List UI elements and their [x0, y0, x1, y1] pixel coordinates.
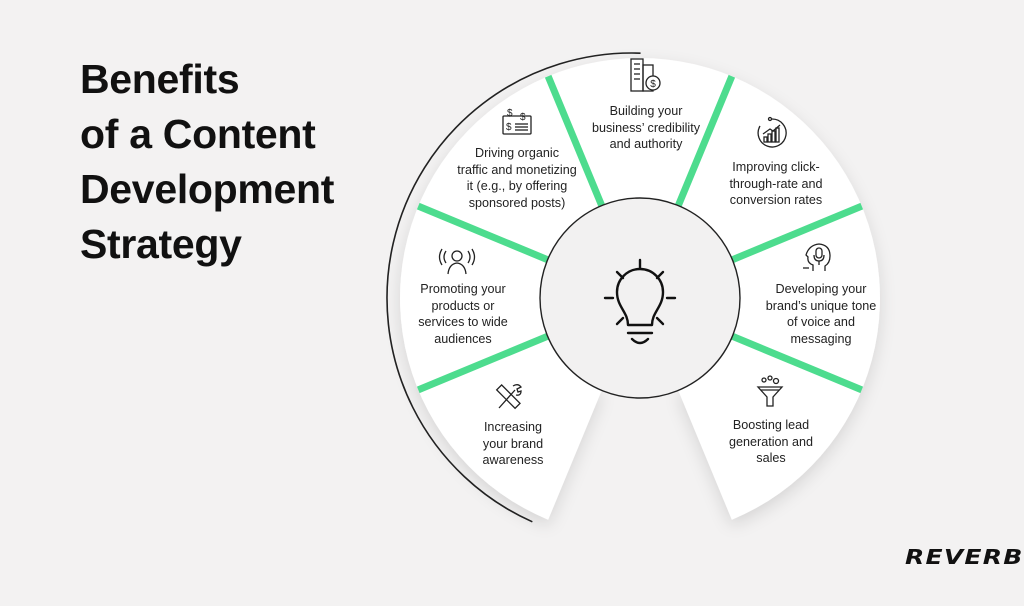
segment-text: Increasing [483, 420, 543, 434]
outline-arc [386, 52, 641, 523]
divider-line [416, 333, 549, 394]
funnel-icon [756, 375, 784, 407]
center-circle [539, 197, 741, 399]
segment-text: business’ credibility [591, 120, 701, 135]
segment-text: awareness [482, 453, 544, 468]
divider-line [675, 74, 736, 207]
segment-text: brand’s unique tone [765, 298, 877, 313]
segment-text: Promoting your [420, 282, 506, 296]
title-line: of a Content [80, 111, 316, 157]
segment-text: products or [431, 298, 495, 313]
money-bill-icon: $ $ $ [502, 108, 532, 135]
reverb-logo: REVERB [905, 545, 1024, 569]
building-dollar-icon: $ [630, 58, 661, 92]
segment-text: generation and [728, 434, 814, 449]
segment-text: sales [756, 451, 786, 466]
title-line: Strategy [80, 221, 242, 267]
divider-line [731, 202, 864, 263]
segment-text: conversion rates [729, 193, 823, 208]
svg-text:$: $ [506, 122, 512, 133]
growth-chart-icon [757, 116, 787, 148]
lightbulb-icon [603, 258, 677, 345]
dividers [416, 74, 864, 394]
segment-credibility: Building your business’ credibility and … [592, 103, 700, 153]
person-broadcast-icon [438, 248, 476, 275]
segment-text: through-rate and [729, 176, 823, 191]
segment-text: audiences [434, 331, 492, 346]
segment-text: Developing your [775, 282, 867, 296]
title-line: Development [80, 166, 335, 212]
segment-text: Building your [609, 104, 683, 118]
segment-text: Driving organic [474, 146, 559, 160]
segment-text: it (e.g., by offering [466, 179, 568, 194]
segment-text: your brand [482, 436, 544, 451]
segment-ctr: Improving click- through-rate and conver… [729, 159, 822, 209]
head-microphone-icon [803, 243, 831, 271]
segment-text: sponsored posts) [468, 195, 566, 210]
segment-text: messaging [790, 331, 852, 346]
segment-text: services to wide [418, 315, 508, 330]
page-title: Benefits of a Content Development Strate… [80, 52, 334, 272]
segment-driving-traffic: Driving organic traffic and monetizing i… [457, 145, 576, 211]
segment-promoting: Promoting your products or services to w… [418, 281, 508, 347]
svg-text:$: $ [520, 112, 526, 123]
divider-line [731, 333, 864, 394]
svg-text:$: $ [507, 108, 513, 119]
segment-text: and authority [609, 137, 683, 152]
divider-line [544, 74, 605, 207]
title-line: Benefits [80, 56, 240, 102]
svg-text:$: $ [650, 79, 656, 90]
segment-lead-generation: Boosting lead generation and sales [729, 417, 813, 467]
segment-brand-awareness: Increasing your brand awareness [483, 419, 544, 469]
segment-text: of voice and [787, 315, 855, 330]
segment-tone-of-voice: Developing your brand’s unique tone of v… [766, 281, 876, 347]
tools-icon [495, 384, 522, 410]
divider-line [416, 202, 549, 263]
segment-text: traffic and monetizing [457, 162, 577, 177]
segment-text: Boosting lead [732, 418, 810, 432]
segment-text: Improving click- [732, 160, 820, 174]
